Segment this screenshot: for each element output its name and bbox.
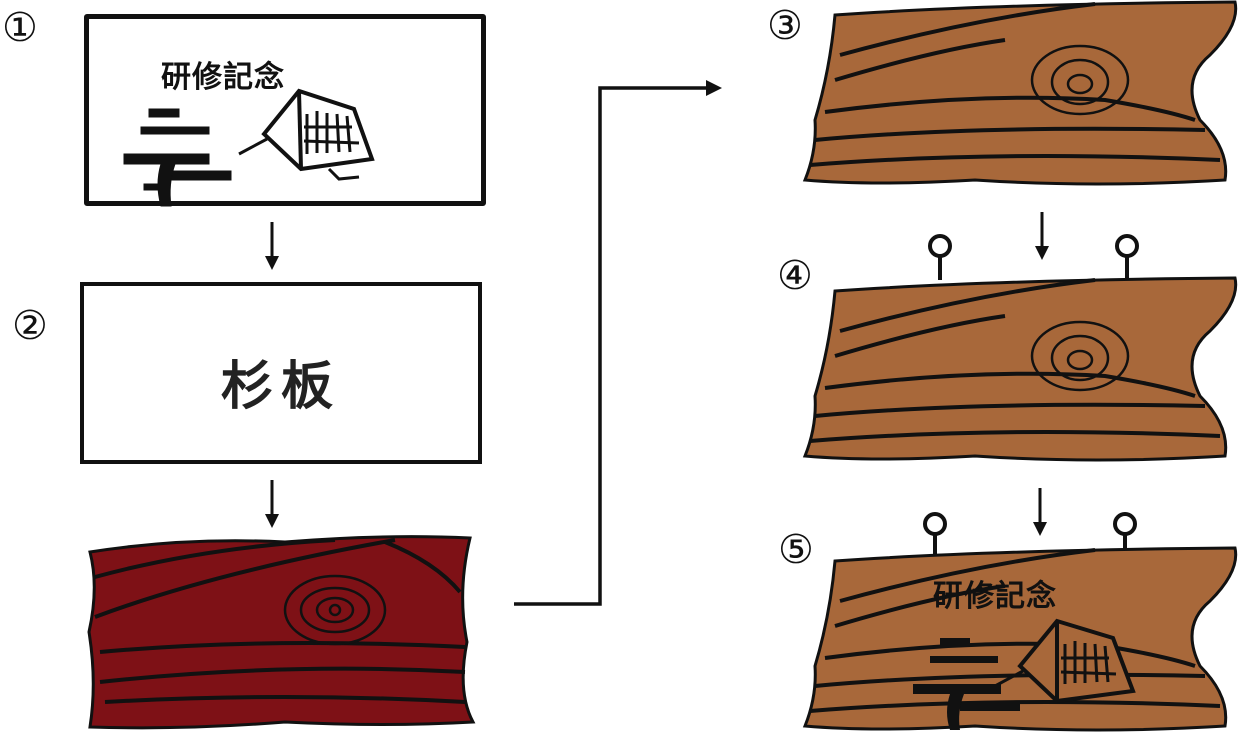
down-arrow-icon (265, 480, 279, 528)
step-2-cedar-panel: 杉板 (80, 282, 482, 464)
step-2-number: ② (12, 303, 48, 349)
step-3-number: ③ (767, 3, 803, 49)
board-pine-icon (913, 638, 1020, 730)
right-elbow-arrow-icon (514, 80, 722, 606)
step-3-brown-board (802, 0, 1238, 186)
down-arrow-icon (1033, 488, 1047, 536)
down-arrow-icon (1035, 212, 1049, 260)
board-house-icon (994, 618, 1136, 704)
sketch-pine-icon (123, 108, 232, 207)
step-4-brown-board (802, 276, 1238, 462)
screw-eye-hook-icon (928, 234, 952, 280)
sketch-house-icon (238, 88, 375, 181)
step-4-number: ④ (777, 253, 813, 299)
step-5-finished-board: 研修記念 (802, 546, 1238, 732)
screw-eye-hook-icon (1115, 234, 1139, 280)
cedar-board-label: 杉板 (220, 357, 341, 417)
wood-knot-icon (1030, 44, 1130, 116)
red-painted-board (87, 535, 476, 730)
board-stamp-text: 研修記念 (933, 579, 1057, 614)
wood-knot-icon (1030, 320, 1130, 392)
down-arrow-icon (265, 222, 279, 270)
sketch-stamp-text: 研修記念 (161, 60, 285, 95)
step-1-sketch-panel: 研修記念 (84, 14, 486, 207)
sketch-drawing: 研修記念 (123, 60, 375, 207)
step-5-number: ⑤ (778, 527, 814, 573)
wood-knot-icon (283, 574, 387, 646)
step-1-number: ① (2, 5, 38, 51)
